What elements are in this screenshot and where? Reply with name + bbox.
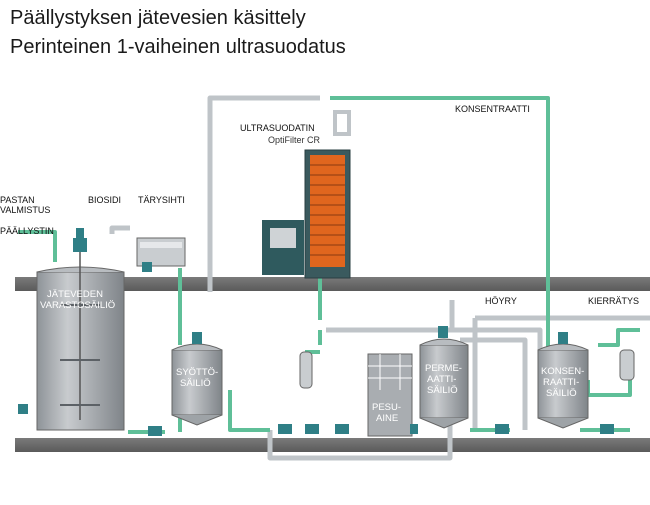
vibrating-screen — [136, 237, 186, 272]
tank-label-jv-1: JÄTEVEDEN — [47, 289, 103, 300]
detergent-container — [367, 353, 413, 437]
tank-label-perm-3: SÄILIÖ — [427, 385, 458, 396]
label-paallystin: PÄÄLLYSTIN — [0, 226, 54, 236]
lower-floor — [15, 438, 650, 452]
upper-floor — [15, 277, 650, 291]
wastewater-storage-tank — [36, 228, 125, 431]
tank-label-syotto-1: SYÖTTÖ- — [176, 367, 218, 378]
ultrafilter-unit — [262, 110, 351, 279]
feed-tank — [171, 332, 223, 426]
title-line-1: Päällystyksen jätevesien käsittely — [10, 7, 306, 29]
tank-label-jv-2: VARASTOSÄILIÖ — [40, 300, 115, 311]
label-optifilter: OptiFilter CR — [268, 135, 321, 145]
permeate-tank — [419, 326, 469, 429]
bag-filter — [299, 351, 313, 389]
label-konsentraatti: KONSENTRAATTI — [455, 104, 530, 114]
label-pastan: PASTAN — [0, 195, 35, 205]
pipe-bottom-loop — [267, 418, 453, 461]
tank-label-perm-1: PERME- — [425, 363, 462, 374]
label-tarysihti: TÄRYSIHTI — [138, 195, 185, 205]
pipe-perm-out — [460, 337, 528, 430]
pipe-feed-pump — [228, 390, 270, 432]
tank-label-syotto-2: SÄILIÖ — [180, 378, 211, 389]
label-hoyry: HÖYRY — [485, 296, 517, 306]
pumps — [18, 404, 614, 436]
pipe-uf-return — [326, 327, 543, 355]
concentrate-tank — [537, 332, 635, 429]
pipe-paallystin — [18, 230, 57, 262]
tank-label-pesu-2: AINE — [376, 413, 398, 424]
title-line-2: Perinteinen 1-vaiheinen ultrasuodatus — [10, 36, 346, 58]
tank-label-kons-2: RAATTI- — [543, 377, 579, 388]
pipe-top-green — [330, 96, 550, 350]
tank-label-kons-3: SÄILIÖ — [546, 388, 577, 399]
label-valmistus: VALMISTUS — [0, 205, 50, 215]
label-biosidi: BIOSIDI — [88, 195, 121, 205]
label-ultrasuodatin: ULTRASUODATIN — [240, 123, 315, 133]
tank-label-kons-1: KONSEN- — [541, 366, 584, 377]
label-kierratys: KIERRÄTYS — [588, 296, 639, 306]
pipe-top-grey — [207, 95, 320, 292]
pipe-biosidi — [109, 225, 130, 234]
tank-label-perm-2: AATTI- — [427, 374, 456, 385]
tank-label-pesu-1: PESU- — [372, 402, 401, 413]
pipe-kierratys — [598, 328, 640, 347]
